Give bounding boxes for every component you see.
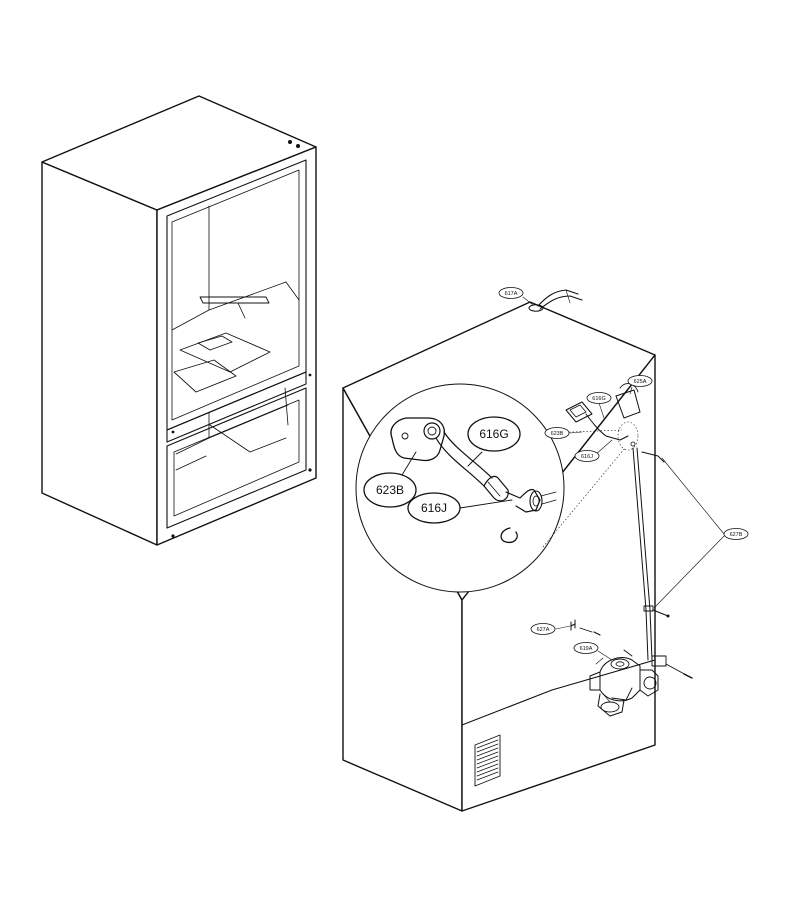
vent-grille	[474, 734, 501, 787]
callout-625A: 625A	[627, 375, 653, 387]
svg-text:617A: 617A	[505, 291, 518, 297]
upper-water-fitting-assembly	[565, 383, 641, 451]
water-tube	[632, 447, 670, 661]
callout-623B: 623B	[363, 472, 417, 508]
svg-text:616J: 616J	[421, 501, 447, 515]
svg-text:616J: 616J	[581, 454, 593, 460]
water-valve-assembly	[589, 649, 693, 717]
svg-text:623B: 623B	[376, 483, 404, 497]
callout-623B-small: 623B	[544, 427, 570, 439]
svg-text:616G: 616G	[479, 427, 508, 441]
svg-text:619A: 619A	[580, 646, 593, 652]
svg-text:616G: 616G	[592, 396, 605, 402]
svg-text:623B: 623B	[551, 431, 564, 437]
callout-627A: 627A	[530, 623, 556, 635]
callout-616G-small: 616G	[586, 392, 612, 404]
callout-616J: 616J	[407, 492, 461, 524]
svg-text:627A: 627A	[537, 627, 550, 633]
refrigerator-cabinet-front	[41, 95, 317, 546]
callout-616J-small: 616J	[574, 450, 600, 462]
callout-619A: 619A	[573, 642, 599, 654]
callout-616G: 616G	[467, 416, 521, 452]
clip-627A	[570, 619, 601, 636]
svg-text:627B: 627B	[730, 532, 743, 538]
callout-617A: 617A	[498, 287, 524, 299]
callout-627B: 627B	[723, 528, 749, 540]
leader-lines	[401, 296, 725, 661]
svg-text:625A: 625A	[634, 379, 647, 385]
